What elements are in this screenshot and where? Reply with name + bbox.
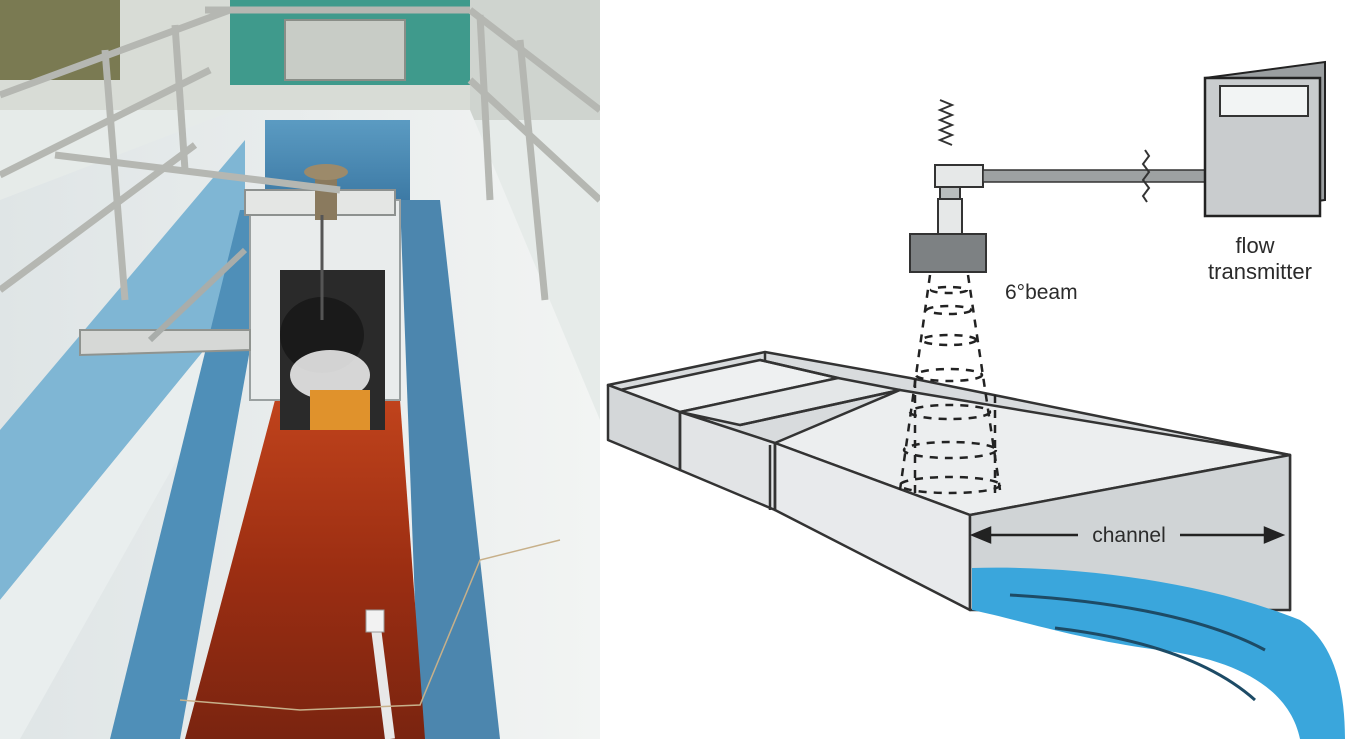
channel-width-arrow	[969, 526, 1286, 544]
sonic-beam	[898, 274, 1002, 495]
ultrasonic-sensor-icon	[909, 164, 987, 273]
sensor-cable	[982, 169, 1209, 183]
cable-coil-icon	[937, 99, 955, 146]
open-channel-photo	[0, 0, 603, 740]
flow-measurement-diagram: flow transmitter 6°beam	[600, 0, 1353, 739]
diagram-svg: flow transmitter 6°beam	[606, 60, 1345, 739]
photo-illustration	[0, 0, 603, 740]
flow-transmitter-icon	[1203, 60, 1326, 218]
transmitter-label-line2: transmitter	[1208, 259, 1312, 284]
cable-break-icon	[1141, 149, 1151, 203]
channel-label: channel	[1092, 524, 1166, 547]
water-flow	[972, 567, 1345, 739]
flume-channel	[606, 350, 1292, 612]
beam-label: 6°beam	[1005, 281, 1078, 304]
transmitter-label-line1: flow	[1235, 233, 1274, 258]
